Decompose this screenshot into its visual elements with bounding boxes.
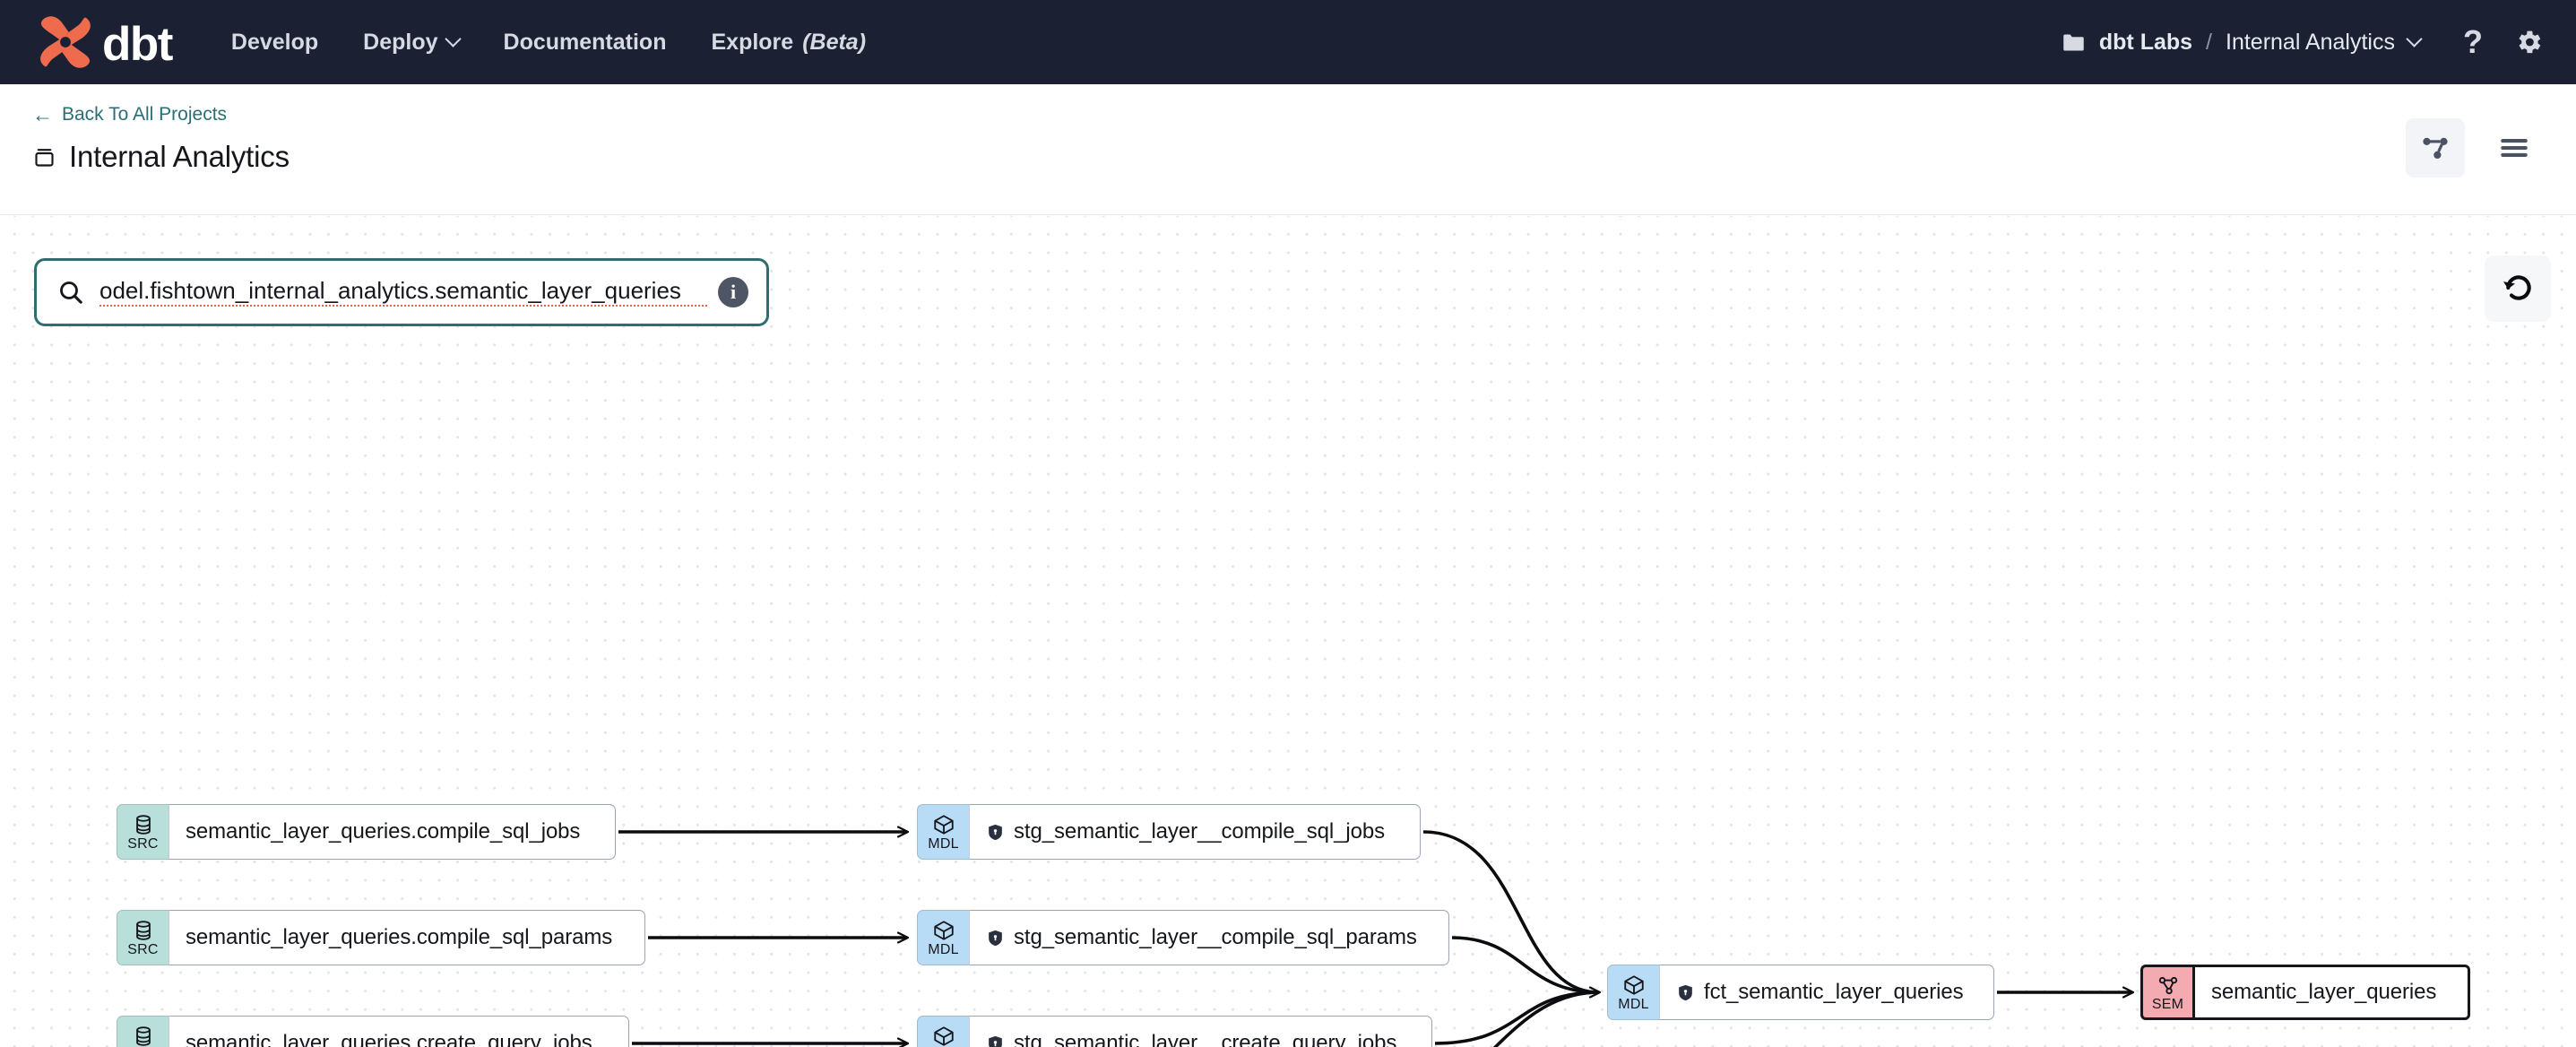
node-type-label: MDL [928,941,959,957]
cube-icon [933,814,954,835]
page-title: Internal Analytics [32,140,290,174]
node-type-label: SRC [127,835,159,852]
lineage-canvas[interactable]: odel.fishtown_internal_analytics.semanti… [0,216,2576,1047]
lineage-node-mdl2[interactable]: MDL stg_semantic_layer__compile_sql_para… [917,910,1449,965]
project-icon [35,148,54,167]
list-view-button[interactable] [2485,118,2544,177]
node-label: stg_semantic_layer__compile_sql_jobs [1014,819,1385,844]
project-subheader: ← Back To All Projects Internal Analytic… [0,84,2576,215]
search-input-text: odel.fishtown_internal_analytics.semanti… [99,276,681,304]
public-shield-icon [989,824,1002,840]
node-body[interactable]: semantic_layer_queries [2192,965,2470,1020]
edge-mdl3-fct [1434,991,1600,1045]
account-org-name[interactable]: dbt Labs [2098,29,2193,55]
account-project-name[interactable]: Internal Analytics [2226,29,2395,55]
arrow-left-icon: ← [32,102,53,126]
semantic-graph-icon [2158,976,2177,994]
account-chevron-down-icon[interactable] [2406,30,2423,48]
dbt-wordmark: dbt [102,17,173,71]
node-label: semantic_layer_queries.compile_sql_param… [186,925,613,949]
node-type-badge-mdl: MDL [1607,965,1659,1020]
node-body[interactable]: stg_semantic_layer__create_query_jobs [969,1016,1432,1047]
edge-mdl1-fct [1422,830,1600,994]
folder-icon [2063,34,2084,50]
node-body[interactable]: stg_semantic_layer__compile_sql_jobs [969,804,1421,860]
dbt-logo-link[interactable]: dbt [32,9,173,75]
back-link-label: Back To All Projects [62,104,228,125]
node-label: stg_semantic_layer__create_query_jobs [1014,1031,1397,1047]
lineage-node-fct[interactable]: MDL fct_semantic_layer_queries [1607,965,1994,1020]
nav-label-explore-beta: (Beta) [802,29,867,55]
node-label: fct_semantic_layer_queries [1704,980,1964,1004]
node-type-label: SEM [2151,996,2184,1012]
node-type-label: MDL [928,835,959,852]
info-icon[interactable]: i [718,277,748,307]
lineage-node-sem[interactable]: SEM semantic_layer_queries [2140,965,2470,1020]
node-type-label: SRC [127,941,159,957]
node-label: semantic_layer_queries.create_query_jobs [186,1031,592,1047]
page-title-text: Internal Analytics [69,140,290,173]
nav-label-explore: Explore [711,29,794,55]
node-type-label: MDL [1618,996,1649,1012]
nav-right-cluster: dbt Labs / Internal Analytics ? [2062,26,2544,58]
public-shield-icon [989,930,1002,946]
lineage-node-src3[interactable]: SRC semantic_layer_queries.create_query_… [117,1016,629,1047]
node-type-badge-src: SRC [117,804,169,860]
database-cylinder-icon [135,1025,151,1046]
lineage-graph: SRC semantic_layer_queries.compile_sql_j… [0,216,2576,1047]
lineage-node-mdl3[interactable]: MDL stg_semantic_layer__create_query_job… [917,1016,1432,1047]
chevron-down-icon [444,30,462,48]
node-type-badge-mdl: MDL [917,910,969,965]
nav-item-documentation[interactable]: Documentation [504,30,667,56]
lineage-node-src2[interactable]: SRC semantic_layer_queries.compile_sql_p… [117,910,645,965]
node-body[interactable]: fct_semantic_layer_queries [1659,965,1994,1020]
node-label: semantic_layer_queries.compile_sql_jobs [186,819,581,844]
account-breadcrumb: dbt Labs / Internal Analytics [2062,29,2423,56]
lineage-graph-icon [2423,137,2448,160]
cube-icon [933,1025,954,1046]
reset-arrow-icon [2503,275,2531,300]
edge-mdl2-fct [1451,936,1599,992]
nav-label-develop: Develop [230,29,319,55]
node-body[interactable]: stg_semantic_layer__compile_sql_params [969,910,1449,965]
node-type-badge-mdl: MDL [917,1016,969,1047]
node-body[interactable]: semantic_layer_queries.compile_sql_param… [169,910,645,965]
nav-item-explore[interactable]: Explore (Beta) [711,30,866,56]
help-icon[interactable]: ? [2463,23,2483,60]
reset-view-button[interactable] [2485,255,2551,322]
gear-icon[interactable] [2513,27,2544,57]
node-label: stg_semantic_layer__compile_sql_params [1014,925,1417,949]
header-actions [2406,118,2544,177]
search-icon [60,281,82,304]
nav-label-deploy: Deploy [363,29,438,55]
dbt-logo-icon [40,16,91,68]
lineage-view-button[interactable] [2406,118,2465,177]
node-label: semantic_layer_queries [2211,980,2437,1004]
cube-icon [1623,974,1644,995]
public-shield-icon [989,1035,1002,1047]
back-to-all-projects-link[interactable]: ← Back To All Projects [32,104,227,125]
node-type-badge-src: SRC [117,1016,169,1047]
node-type-badge-src: SRC [117,910,169,965]
search-input[interactable]: odel.fishtown_internal_analytics.semanti… [34,258,769,326]
public-shield-icon [1679,984,1692,1000]
database-cylinder-icon [135,920,151,940]
nav-label-documentation: Documentation [503,29,667,55]
nav-item-deploy[interactable]: Deploy [363,29,462,56]
search-input-value[interactable]: odel.fishtown_internal_analytics.semanti… [99,276,709,308]
hamburger-menu-icon [2501,139,2528,157]
node-type-badge-mdl: MDL [917,804,969,860]
cube-icon [933,920,954,940]
database-cylinder-icon [135,814,151,835]
node-body[interactable]: semantic_layer_queries.compile_sql_jobs [169,804,616,860]
nav-item-develop[interactable]: Develop [231,30,318,56]
node-body[interactable]: semantic_layer_queries.create_query_jobs [169,1016,629,1047]
top-navigation-bar: dbt Develop Deploy Documentation Explore… [0,0,2576,84]
lineage-node-mdl1[interactable]: MDL stg_semantic_layer__compile_sql_jobs [917,804,1421,860]
main-nav-links: Develop Deploy Documentation Explore (Be… [231,30,866,56]
lineage-node-src1[interactable]: SRC semantic_layer_queries.compile_sql_j… [117,804,616,860]
breadcrumb-separator: / [2206,29,2212,55]
node-type-badge-sem: SEM [2140,965,2192,1020]
